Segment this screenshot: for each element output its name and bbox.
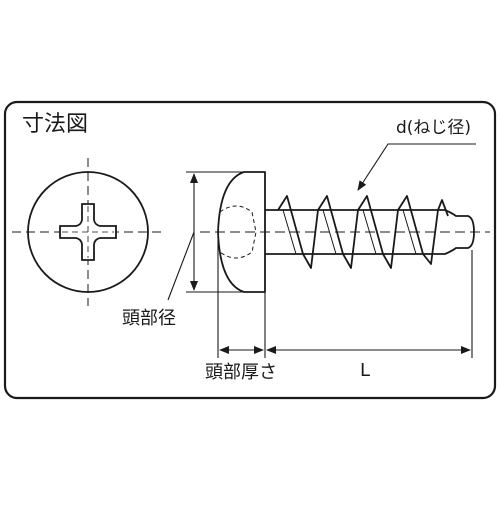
- screw-thread-3: [317, 195, 344, 255]
- screw-thread-1: [277, 195, 304, 255]
- thread-diameter-leader: [357, 143, 476, 191]
- screw-thread-9: [437, 199, 449, 217]
- screw-head-outline: [217, 171, 266, 293]
- frame-border: [3, 100, 497, 400]
- screw-thread-2: [302, 209, 319, 269]
- head-diameter-label: 頭部径: [122, 308, 176, 329]
- screw-side-view: [200, 171, 490, 293]
- screw-thread-6: [382, 209, 399, 269]
- head-thickness-label: 頭部厚さ: [205, 362, 277, 383]
- head-diameter-leader: [167, 231, 195, 301]
- dimensions: [167, 143, 476, 358]
- screw-thread-5: [357, 195, 384, 255]
- head-top-view: [12, 158, 162, 306]
- screw-thread-7: [397, 195, 424, 255]
- thread-diameter-label: d(ねじ径): [396, 118, 472, 138]
- head-recess-hidden: [219, 205, 257, 259]
- screw-thread-8: [422, 209, 439, 265]
- screw-thread-4: [342, 209, 359, 269]
- drawing-title: 寸法図: [22, 112, 89, 137]
- length-label: L: [360, 360, 371, 381]
